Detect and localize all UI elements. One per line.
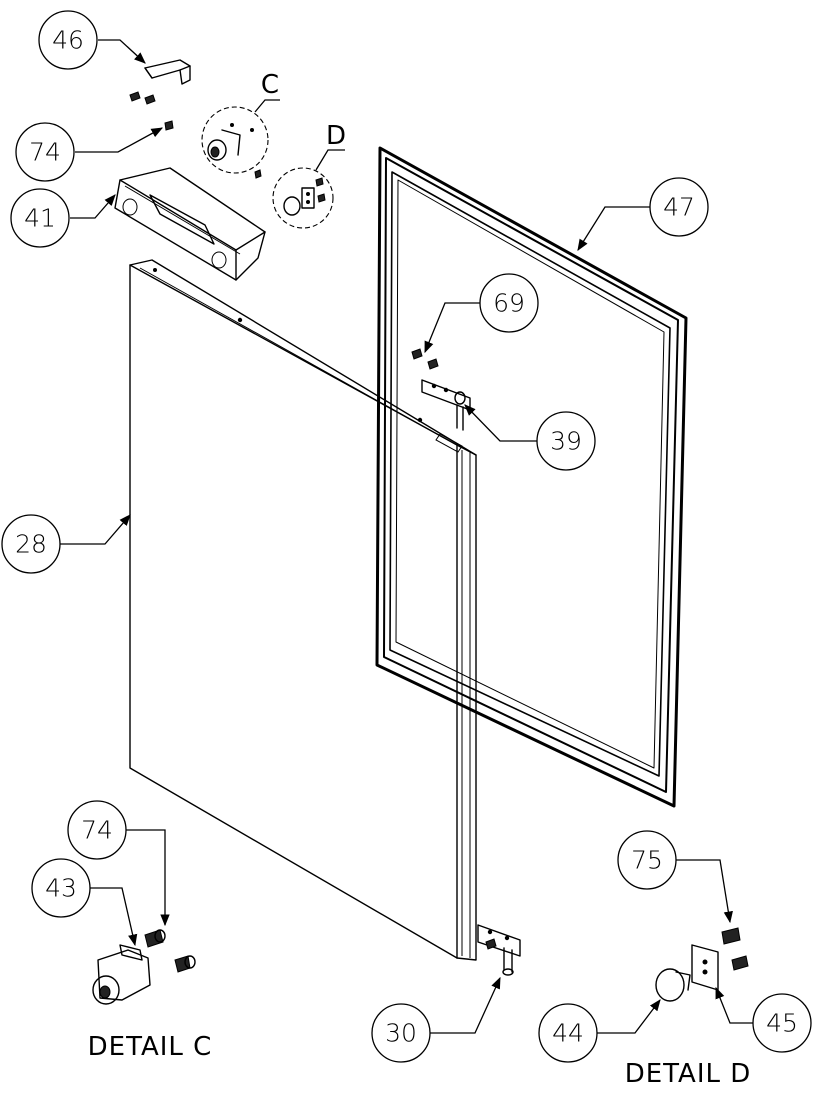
- callout-69: 69: [479, 273, 539, 333]
- callout-69-label: 69: [493, 289, 525, 318]
- callout-45: 45: [752, 993, 812, 1053]
- leader-lines: [60, 39, 753, 1034]
- callout-75: 75: [617, 830, 677, 890]
- callout-30-label: 30: [385, 1019, 417, 1048]
- callout-74-detail-label: 74: [81, 816, 113, 845]
- callout-44-label: 44: [552, 1019, 584, 1048]
- bottom-hinge: [477, 924, 521, 976]
- detail-c-caption: DETAIL C: [88, 1032, 213, 1062]
- screws-top: [129, 91, 174, 131]
- top-bracket: [114, 167, 266, 281]
- callout-47-label: 47: [663, 193, 695, 222]
- clip-part: [144, 59, 191, 85]
- callout-74-top-label: 74: [29, 138, 61, 167]
- lock-cylinder-detail: [92, 929, 196, 1005]
- callout-28-label: 28: [15, 530, 47, 559]
- knob-detail: [655, 927, 749, 1002]
- callout-39: 39: [536, 411, 596, 471]
- callout-41-label: 41: [24, 204, 56, 233]
- callout-28: 28: [1, 514, 61, 574]
- callout-41: 41: [10, 188, 70, 248]
- callout-45-label: 45: [766, 1009, 798, 1038]
- top-hinge: [411, 348, 471, 431]
- detail-d-view: D: [272, 121, 346, 229]
- callout-74-detail: 74: [67, 800, 127, 860]
- door-panel: [129, 259, 477, 961]
- callout-47: 47: [649, 177, 709, 237]
- callout-74-top: 74: [15, 122, 75, 182]
- callout-46: 46: [38, 10, 98, 70]
- callout-43-label: 43: [45, 874, 77, 903]
- callout-43: 43: [31, 858, 91, 918]
- detail-c-marker: C: [261, 70, 279, 100]
- callout-39-label: 39: [550, 427, 582, 456]
- detail-d-marker: D: [326, 121, 346, 151]
- callout-75-label: 75: [631, 846, 663, 875]
- gasket-frame: [375, 146, 688, 808]
- callout-46-label: 46: [52, 26, 84, 55]
- callout-44: 44: [538, 1003, 598, 1063]
- detail-c-view: C: [201, 70, 280, 179]
- callout-30: 30: [371, 1003, 431, 1063]
- detail-d-caption: DETAIL D: [625, 1059, 752, 1089]
